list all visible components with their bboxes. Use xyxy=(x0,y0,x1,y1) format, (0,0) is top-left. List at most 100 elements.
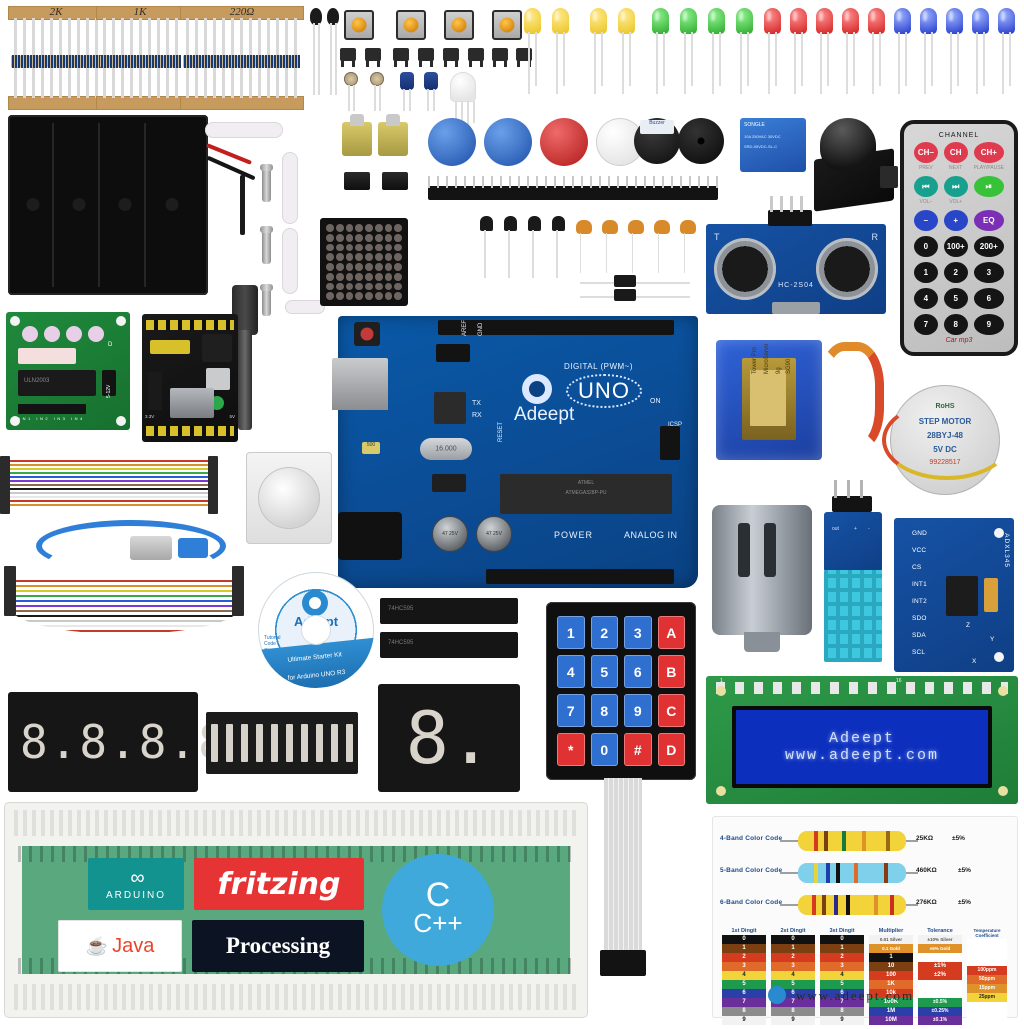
cc-cell: 3 xyxy=(771,962,815,971)
remote-button-100plus[interactable]: 100+ xyxy=(943,236,968,257)
ic-label-2: 74HC595 xyxy=(388,640,414,646)
remote-button-0[interactable]: 0 xyxy=(914,236,938,257)
cc-cell: ±1% xyxy=(918,962,962,971)
voltage-regulator xyxy=(432,474,466,492)
remote-button-8[interactable]: 8 xyxy=(943,314,968,335)
cc-value-6band: 276KΩ xyxy=(916,899,937,906)
servo-line1: MicroServo xyxy=(764,343,770,374)
keypad-key-1[interactable]: 1 xyxy=(557,616,585,649)
remote-button-vol-up[interactable]: + xyxy=(943,210,968,231)
cc-col-title-3: 3st Dingit xyxy=(829,928,855,934)
remote-button-200plus[interactable]: 200+ xyxy=(973,236,1004,257)
cc-cell: 3 xyxy=(722,962,766,971)
cap-value-1: 47 25V xyxy=(442,531,458,537)
remote-button-7[interactable]: 7 xyxy=(914,314,938,335)
ic-74hc595-1: 74HC595 xyxy=(380,598,518,624)
remote-button-eq[interactable]: EQ xyxy=(973,210,1004,231)
keypad-key-4[interactable]: 4 xyxy=(557,655,585,688)
cc-row-4band: 4-Band Color Code 25KΩ ±5% xyxy=(720,828,1010,854)
cc-label-6band: 6-Band Color Code xyxy=(720,899,783,906)
resistor-color-code-card: 4-Band Color Code 25KΩ ±5% 5-Band Color … xyxy=(712,816,1018,1029)
ic-74hc595-2: 74HC595 xyxy=(380,632,518,658)
keypad-key-d[interactable]: D xyxy=(657,733,685,766)
cc-footer-url: www.adeept.com xyxy=(796,988,915,1003)
logo-fritzing-label: fritzing xyxy=(217,866,341,902)
cc-col-multiplier: Multiplier 0.01 Silver 0.1 Gold 1 10 100… xyxy=(869,928,913,1029)
cc-cell: ±0.5% xyxy=(918,998,962,1007)
remote-sub-prev: PREV xyxy=(919,165,933,171)
uln2003-driver-board: D ULN2003 5-12V IN1 IN2 IN3 IN4 xyxy=(6,312,130,430)
keypad-key-3[interactable]: 3 xyxy=(624,616,652,649)
power-label: POWER xyxy=(554,530,594,540)
servo-horn-1 xyxy=(205,122,283,138)
remote-button-4[interactable]: 4 xyxy=(914,288,938,309)
remote-button-5[interactable]: 5 xyxy=(943,288,968,309)
capacitor-1 xyxy=(400,72,414,111)
remote-button-2[interactable]: 2 xyxy=(943,262,968,283)
capacitor-2 xyxy=(424,72,438,111)
push-button-2 xyxy=(396,10,426,40)
cc-col-digit1: 1st Dingit 0 1 2 3 4 5 6 7 8 9 xyxy=(722,928,766,1029)
keypad-key-6[interactable]: 6 xyxy=(624,655,652,688)
cc-adeept-logo-icon xyxy=(768,986,786,1004)
remote-button-9[interactable]: 9 xyxy=(973,314,1004,335)
remote-footer-logo: Car mp3 xyxy=(945,337,973,344)
remote-button-6[interactable]: 6 xyxy=(973,288,1004,309)
cd-bullet-code: Code xyxy=(264,641,276,648)
jumper-wire-bundle-male xyxy=(4,460,216,508)
cc-resistor-6band xyxy=(798,895,906,915)
icsp-header xyxy=(660,426,680,460)
ic-label-1: 74HC595 xyxy=(388,606,414,612)
logo-cpp: C C++ xyxy=(382,854,494,966)
keypad-key-c[interactable]: C xyxy=(657,694,685,727)
software-cd: Adeept Tutorial Code Circuit Diagram Dat… xyxy=(258,572,374,688)
cc-resistor-4band xyxy=(798,831,906,851)
keypad-key-0[interactable]: 0 xyxy=(590,733,618,766)
tactile-switch-1 xyxy=(340,48,356,67)
keypad-key-8[interactable]: 8 xyxy=(590,694,618,727)
keypad-key-2[interactable]: 2 xyxy=(590,616,618,649)
remote-button-3[interactable]: 3 xyxy=(973,262,1004,283)
tape-top: 2K xyxy=(8,6,104,20)
tape-bottom xyxy=(96,96,184,110)
keypad-key-hash[interactable]: # xyxy=(624,733,652,766)
cc-cell: 10k xyxy=(869,989,913,998)
remote-button-ch[interactable]: CH xyxy=(943,142,968,163)
cc-cell xyxy=(918,953,962,962)
psu-out-right: 5V xyxy=(229,414,235,419)
remote-button-prev[interactable]: ⏮ xyxy=(914,176,938,197)
cc-cell: ±0.1% xyxy=(918,1016,962,1025)
keypad-key-5[interactable]: 5 xyxy=(590,655,618,688)
keypad-key-star[interactable]: * xyxy=(557,733,585,766)
remote-button-ch-minus[interactable]: CH– xyxy=(914,142,938,163)
adxl-pin-cs: CS xyxy=(912,564,922,571)
ultrasonic-t-mark: T xyxy=(714,232,720,242)
remote-button-next[interactable]: ⏭ xyxy=(943,176,968,197)
cc-cell: 100ppm xyxy=(967,966,1007,975)
reset-button[interactable] xyxy=(354,322,380,346)
remote-button-play-pause[interactable]: ⏯ xyxy=(973,176,1004,197)
remote-button-ch-plus[interactable]: CH+ xyxy=(973,142,1004,163)
tactile-switch-3 xyxy=(393,48,409,67)
keypad-key-a[interactable]: A xyxy=(657,616,685,649)
cc-col-tempco: Temperature Coefficient 100ppm 50ppm 15p… xyxy=(967,928,1007,1029)
cc-label-4band: 4-Band Color Code xyxy=(720,835,783,842)
cc-cell: 1 xyxy=(820,944,864,953)
dht-pin-minus: - xyxy=(868,526,870,532)
potentiometer-2 xyxy=(378,114,408,156)
cc-cell xyxy=(967,1020,1007,1029)
ir-remote-control: CHANNEL CH– CH CH+ PREV NEXT PLAY/PAUSE … xyxy=(900,120,1018,356)
remote-button-vol-down[interactable]: – xyxy=(914,210,938,231)
dc-power-jack xyxy=(338,512,402,560)
keypad-key-7[interactable]: 7 xyxy=(557,694,585,727)
screw-3 xyxy=(260,284,273,316)
lcd-pin-last: 16 xyxy=(896,678,902,684)
keypad-key-b[interactable]: B xyxy=(657,655,685,688)
gnd-label: GND xyxy=(478,322,484,336)
tilt-switch-1 xyxy=(344,172,370,190)
relay-text-3: SRD-05VDC-SL-C xyxy=(744,144,778,149)
resistor-strip-label: 220Ω xyxy=(229,6,255,18)
remote-button-1[interactable]: 1 xyxy=(914,262,938,283)
keypad-key-9[interactable]: 9 xyxy=(624,694,652,727)
